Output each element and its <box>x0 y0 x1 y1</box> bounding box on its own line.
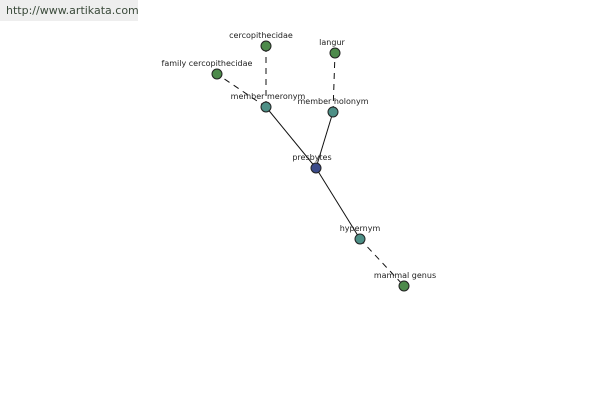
edge-center-to-hypernym <box>315 167 361 240</box>
source-banner: http://www.artikata.com <box>0 0 139 21</box>
edge-center-to-member-meronym <box>265 106 317 169</box>
word-node-mammal-genus[interactable] <box>398 280 410 292</box>
word-node-langur[interactable] <box>329 47 341 59</box>
center-node[interactable] <box>310 162 322 174</box>
source-link[interactable]: http://www.artikata.com <box>6 4 139 17</box>
word-label-family-cercopithecidae: family cercopithecidae <box>162 59 253 68</box>
edge-center-to-member-holonym <box>315 111 334 169</box>
edge-member-meronym-to-family-cercopithecidae <box>216 73 267 108</box>
center-node-label: presbytes <box>292 153 331 162</box>
word-label-mammal-genus: mammal genus <box>374 271 436 280</box>
relation-label-member-holonym: member holonym <box>297 97 368 106</box>
word-label-langur: langur <box>319 38 345 47</box>
word-node-family-cercopithecidae[interactable] <box>211 68 223 80</box>
word-label-cercopithecidae: cercopithecidae <box>229 31 293 40</box>
relation-node-hypernym[interactable] <box>354 233 366 245</box>
relation-label-member-meronym: member meronym <box>231 92 306 101</box>
relation-label-hypernym: hypernym <box>340 224 381 233</box>
word-node-cercopithecidae[interactable] <box>260 40 272 52</box>
edge-member-holonym-to-langur <box>332 52 336 113</box>
relation-node-member-holonym[interactable] <box>327 106 339 118</box>
relation-node-member-meronym[interactable] <box>260 101 272 113</box>
